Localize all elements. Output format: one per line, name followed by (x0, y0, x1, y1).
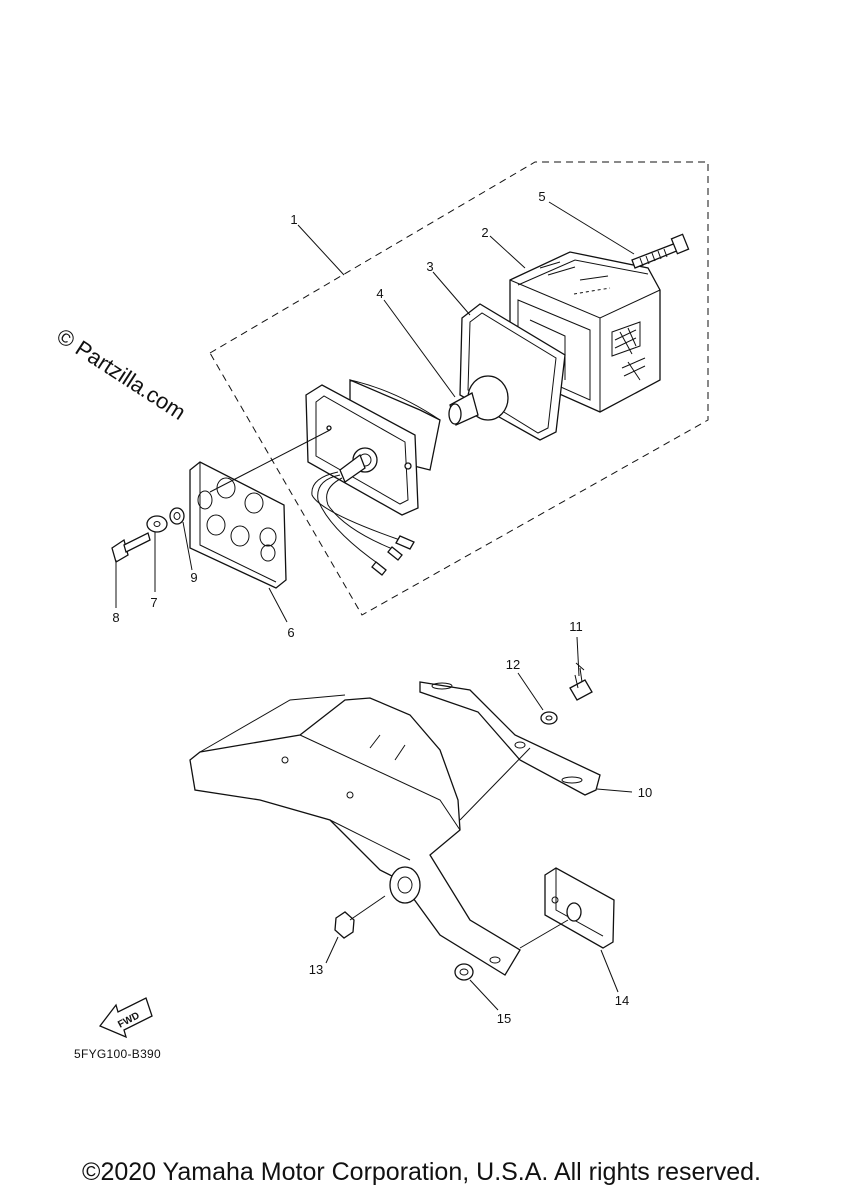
part-11-bolt (569, 662, 593, 701)
partzilla-watermark: © Partzilla.com (52, 323, 190, 425)
part-9-washer (169, 507, 185, 525)
part-12-washer (540, 711, 558, 725)
part-6-plate-pad (189, 429, 331, 589)
callout-7: 7 (150, 595, 157, 610)
part-13-nut (334, 895, 386, 939)
part-5-screw (631, 233, 690, 269)
callout-9: 9 (190, 570, 197, 585)
part-15-nut (454, 956, 501, 981)
forward-arrow-icon: FWD (98, 997, 153, 1039)
callout-13: 13 (309, 962, 323, 977)
callout-1: 1 (290, 212, 297, 227)
part-8-bolt (111, 532, 151, 563)
callout-15: 15 (497, 1011, 511, 1026)
rear-fender-frame (189, 694, 531, 976)
callout-labels: 1 2 3 4 5 6 7 8 9 10 11 12 13 14 15 (112, 189, 652, 1026)
assembly-boundary (209, 161, 709, 616)
callout-6: 6 (287, 625, 294, 640)
callout-5: 5 (538, 189, 545, 204)
part-4-bulb (448, 375, 509, 426)
callout-11: 11 (569, 619, 583, 634)
leader-lines (115, 201, 635, 1011)
part-7-washer (146, 515, 168, 533)
part-10-bracket (419, 681, 601, 796)
diagram-code: 5FYG100-B390 (74, 1047, 161, 1061)
callout-4: 4 (376, 286, 383, 301)
part-14-reflector (519, 867, 615, 949)
callout-14: 14 (615, 993, 629, 1008)
callout-3: 3 (426, 259, 433, 274)
callout-12: 12 (506, 657, 520, 672)
callout-2: 2 (481, 225, 488, 240)
callout-10: 10 (638, 785, 652, 800)
copyright-notice: ©2020 Yamaha Motor Corporation, U.S.A. A… (82, 1158, 761, 1186)
callout-8: 8 (112, 610, 119, 625)
part-1-lamp-base (305, 379, 441, 576)
